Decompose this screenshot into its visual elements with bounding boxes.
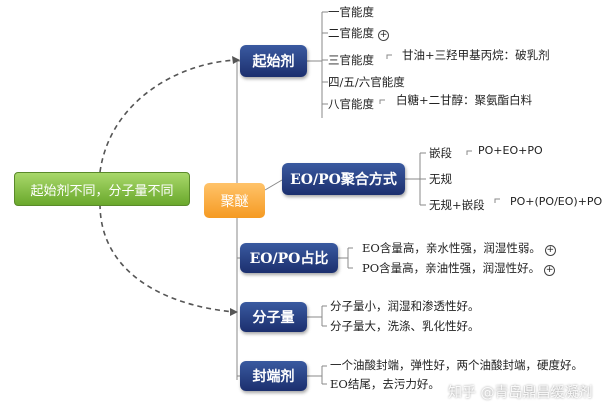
node-molecular-weight: 分子量 [240, 302, 307, 332]
initiator-item: 三官能度 [328, 53, 374, 67]
initiator-sub: 白糖+二甘醇：聚氨酯白料 [396, 93, 533, 107]
expand-icon[interactable]: + [544, 245, 556, 256]
polymerization-item: 无规+嵌段 [429, 198, 485, 212]
endcap-item: 一个油酸封端，弹性好，两个油酸封端，硬度好。 [330, 358, 583, 372]
ratio-item-label: PO含量高，亲油性强，润湿性好。 [362, 261, 541, 275]
node-polymerization: EO/PO聚合方式 [282, 163, 405, 195]
initiator-sub: 甘油+三羟甲基丙烷：破乳剂 [402, 48, 550, 62]
watermark: 知乎 @青岛鼎昌缓凝剂 [448, 385, 593, 401]
node-ratio: EO/PO占比 [240, 243, 338, 273]
initiator-item-label: 二官能度 [328, 26, 374, 40]
polymerization-sub: PO+EO+PO [478, 144, 543, 157]
expand-icon[interactable]: + [544, 265, 556, 276]
node-endcap: 封端剂 [240, 361, 307, 391]
ratio-item: PO含量高，亲油性强，润湿性好。+ [362, 261, 556, 276]
initiator-item: 四/五/六官能度 [328, 75, 405, 89]
ratio-item-label: EO含量高，亲水性强，润湿性弱。 [362, 241, 541, 255]
polymerization-item: 无规 [429, 172, 452, 186]
mw-item: 分子量小，润湿和渗透性好。 [330, 299, 480, 313]
mw-item: 分子量大，洗涤、乳化性好。 [330, 319, 480, 333]
node-initiator: 起始剂 [240, 45, 307, 77]
root-node: 起始剂不同，分子量不同 [14, 172, 190, 206]
initiator-item: 二官能度 + [328, 26, 389, 41]
initiator-item: 一官能度 [328, 5, 374, 19]
polymerization-item: 嵌段 [429, 146, 452, 160]
ratio-item: EO含量高，亲水性强，润湿性弱。+ [362, 241, 556, 256]
polymerization-sub: PO+(PO/EO)+PO [510, 195, 603, 208]
endcap-item: EO结尾，去污力好。 [330, 377, 440, 391]
center-node: 聚醚 [204, 183, 265, 218]
expand-icon[interactable]: + [378, 30, 389, 41]
initiator-item: 八官能度 [328, 97, 374, 111]
